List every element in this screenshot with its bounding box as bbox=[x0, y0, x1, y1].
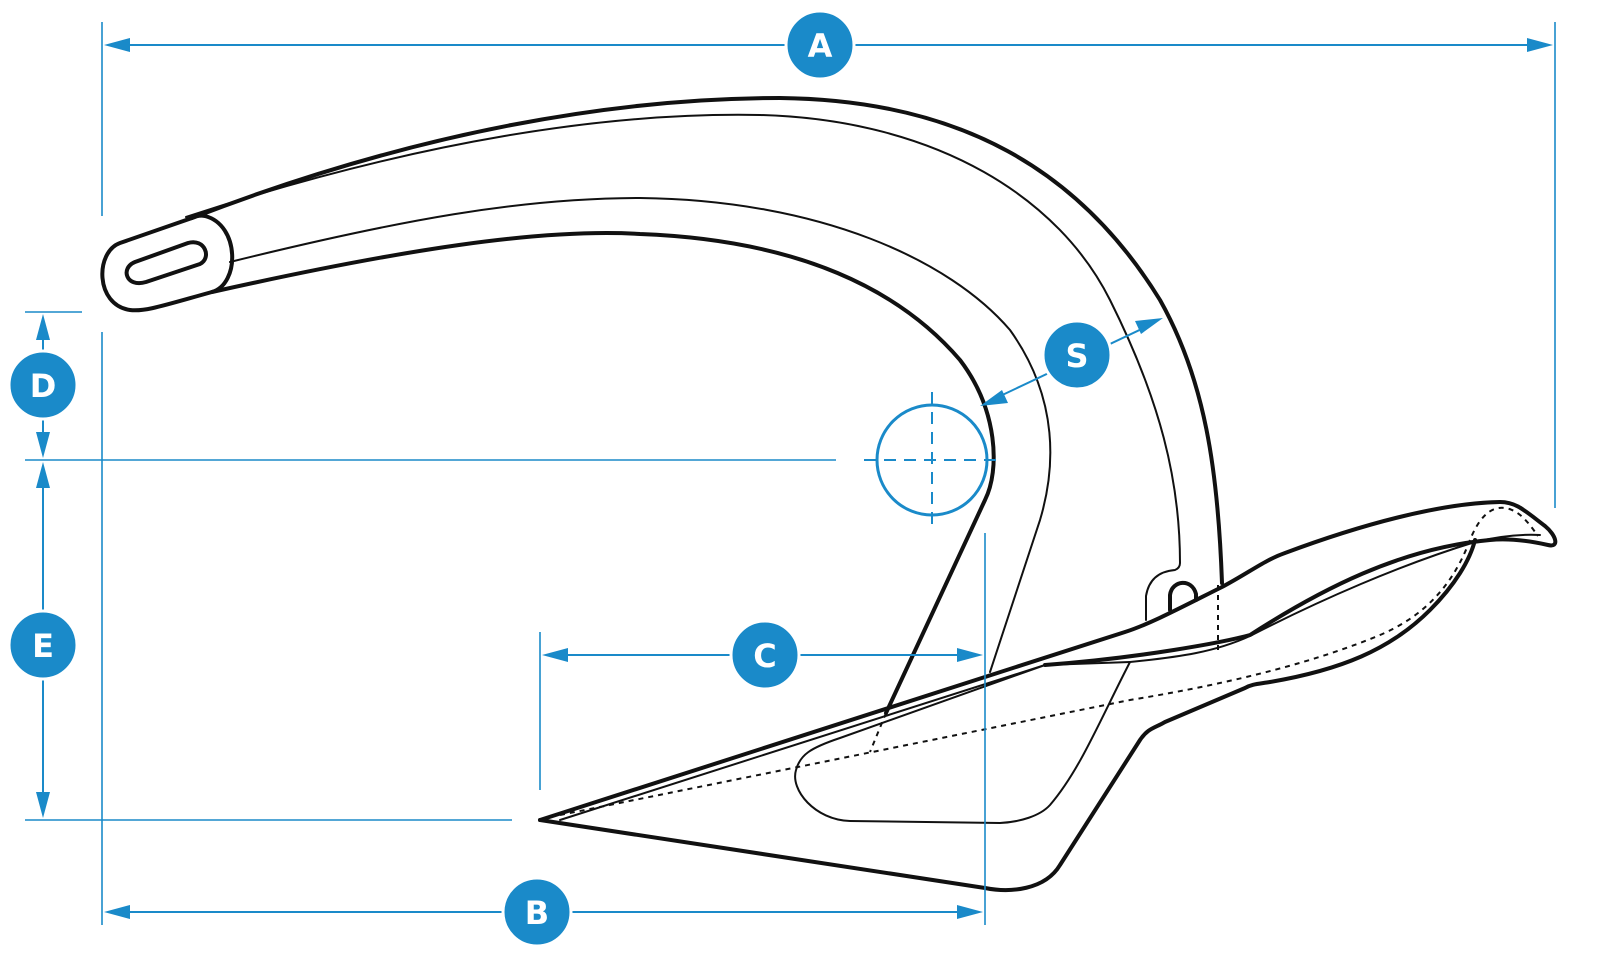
arrow-e-top bbox=[36, 462, 50, 488]
shank-hidden-line-2 bbox=[869, 712, 887, 753]
badge-c-label: C bbox=[753, 637, 776, 675]
arrow-b-left bbox=[104, 905, 130, 919]
shank-inner-edge bbox=[210, 231, 996, 715]
fluke-ridge bbox=[559, 661, 1131, 824]
fluke-hidden-line bbox=[559, 506, 1539, 816]
fluke-underside bbox=[538, 538, 1477, 892]
badge-e: E bbox=[7, 609, 79, 681]
arrow-s-inner bbox=[980, 390, 1008, 406]
shackle-eye-outer bbox=[100, 213, 235, 313]
arrow-c-right bbox=[957, 648, 983, 662]
dimension-badges: A B C D E S bbox=[7, 9, 1113, 948]
shackle-slot bbox=[124, 240, 208, 286]
arrow-b-right bbox=[957, 905, 983, 919]
arrow-e-bottom bbox=[36, 792, 50, 818]
badge-c: C bbox=[729, 619, 801, 691]
fluke-top-edge bbox=[1129, 533, 1541, 663]
badge-a-label: A bbox=[808, 27, 833, 65]
badge-e-label: E bbox=[32, 627, 54, 665]
arrow-s-outer bbox=[1135, 318, 1163, 334]
arrow-d-bottom bbox=[36, 432, 50, 458]
shank-outer-edge bbox=[190, 96, 1224, 585]
tripping-hole bbox=[1168, 580, 1198, 612]
badge-d: D bbox=[7, 349, 79, 421]
arrow-a-right bbox=[1527, 38, 1553, 52]
arrow-d-top bbox=[36, 314, 50, 340]
shank-bevel-line bbox=[185, 113, 1181, 621]
fluke-outline bbox=[538, 500, 1558, 822]
shank-inner-bevel-line bbox=[229, 197, 1052, 673]
badge-s-label: S bbox=[1065, 337, 1088, 375]
dimension-lines bbox=[25, 22, 1556, 925]
arrow-c-left bbox=[542, 648, 568, 662]
badge-a: A bbox=[784, 9, 856, 81]
reference-circle-group bbox=[864, 392, 1000, 528]
badge-b-label: B bbox=[525, 894, 549, 932]
badge-b: B bbox=[501, 876, 573, 948]
arrow-a-left bbox=[104, 38, 130, 52]
anchor-drawing bbox=[100, 96, 1558, 892]
badge-d-label: D bbox=[30, 367, 57, 405]
badge-s: S bbox=[1041, 319, 1113, 391]
